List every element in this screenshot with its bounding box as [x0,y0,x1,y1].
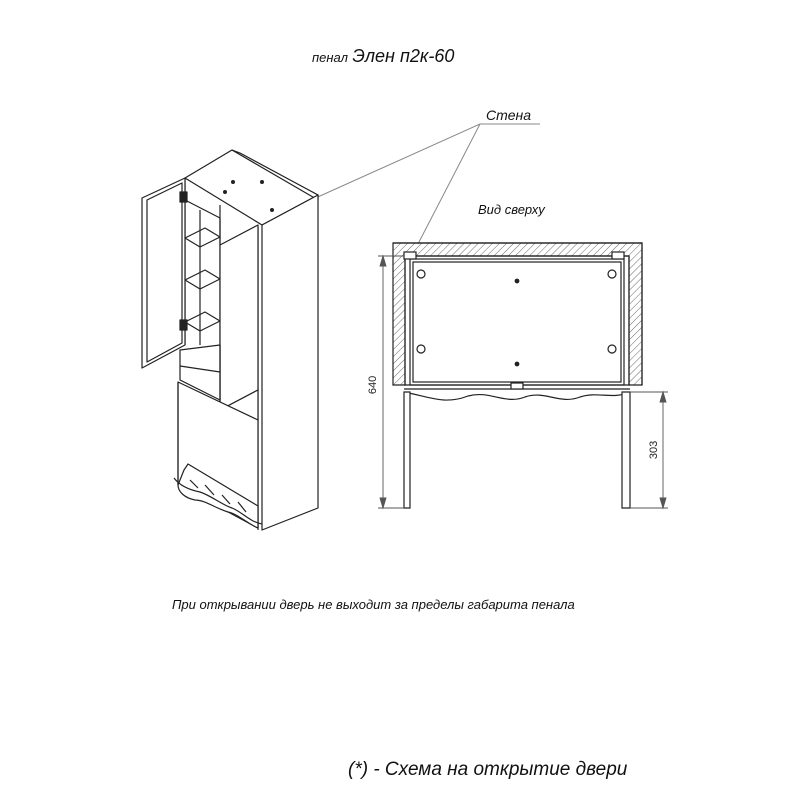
cabinet-side [261,194,319,531]
dimension-lines [378,254,668,510]
page-title: пенал Элен п2к-60 [312,47,454,66]
dimension-640: 640 [367,376,379,394]
door-note: При открывании дверь не выходит за преде… [172,597,575,612]
title-model: Элен п2к-60 [352,46,455,66]
dimension-303: 303 [648,441,660,459]
footnote: (*) - Схема на открытие двери [348,759,628,780]
top-view-label: Вид сверху [478,202,545,217]
top-view-plan [392,242,643,509]
cabinet-isometric [141,149,319,531]
wall-leader-lines [299,123,540,245]
title-prefix: пенал [312,50,348,65]
door-right [219,224,259,411]
cabinet-plinth [177,463,259,529]
plan-front-wave [403,391,631,401]
plan-door-left [403,391,411,509]
wall-label: Стена [486,107,532,123]
plan-door-right [621,391,631,509]
